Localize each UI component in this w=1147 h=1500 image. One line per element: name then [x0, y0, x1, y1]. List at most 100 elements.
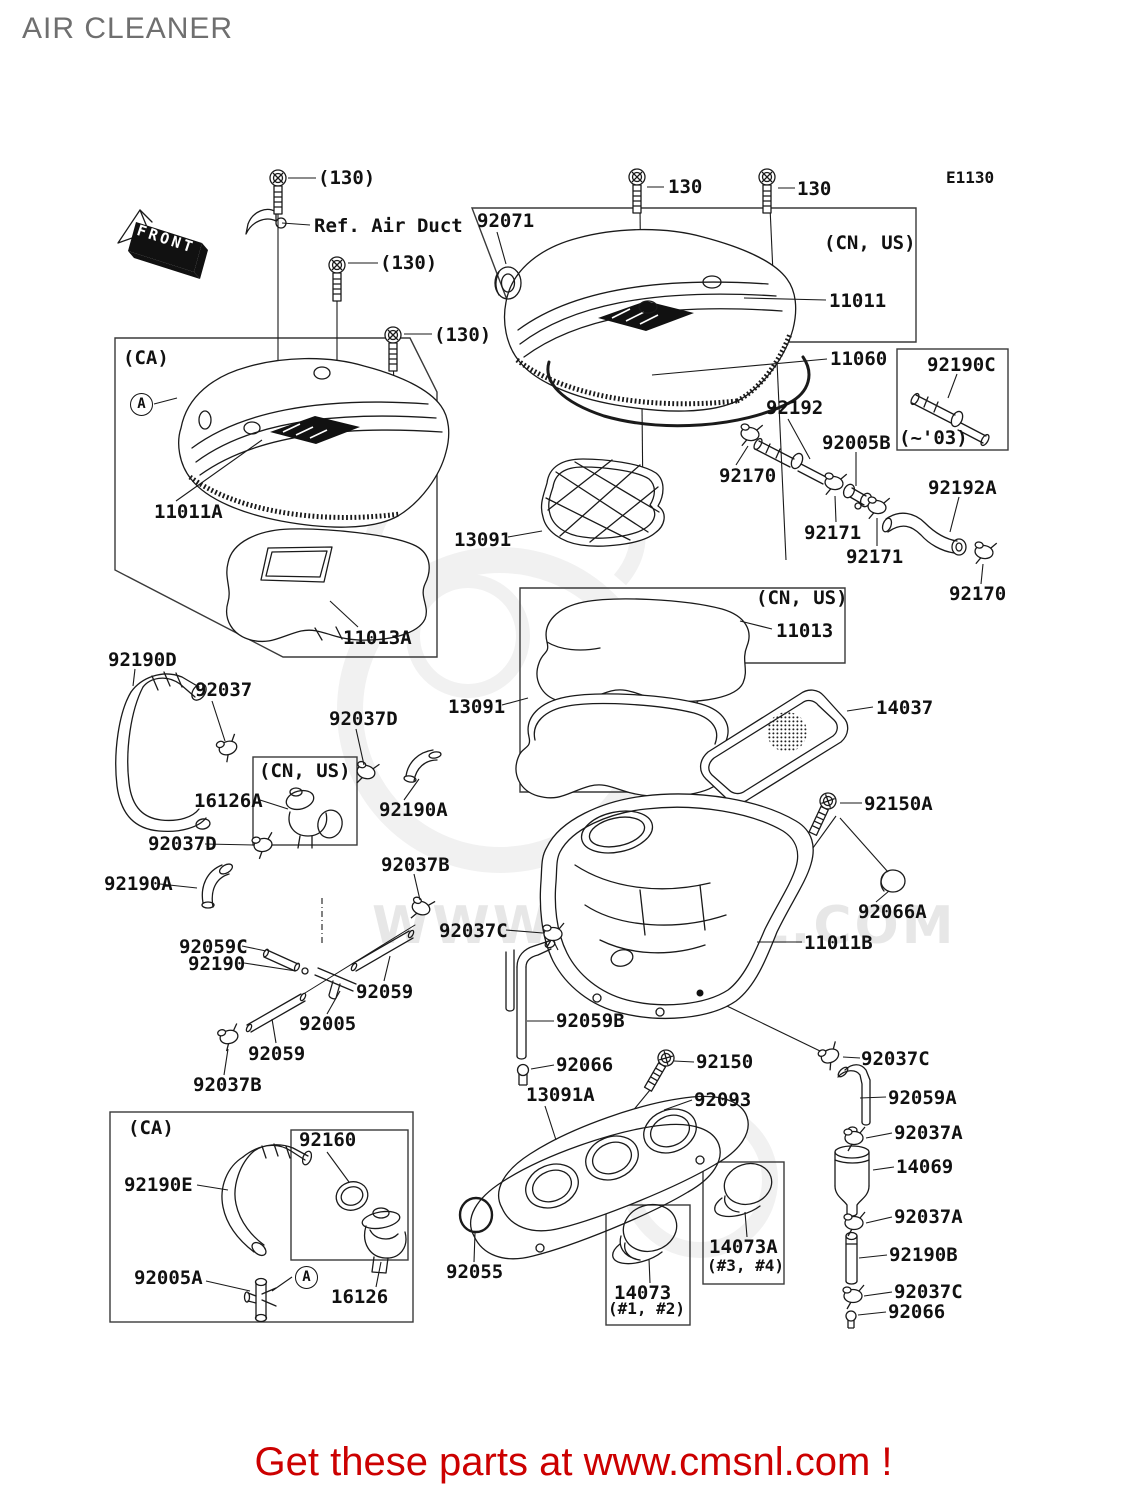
note-cn-us: (CN, US) [824, 232, 916, 254]
part-link-92037c[interactable]: 92037C [861, 1048, 930, 1070]
box-92160 [290, 1129, 409, 1261]
part-link-92066a[interactable]: 92066A [858, 901, 927, 923]
part-link-92190c[interactable]: 92190C [927, 354, 996, 376]
ring-92160-drawing [335, 1181, 369, 1211]
part-link-92150a[interactable]: 92150A [864, 793, 933, 815]
part-link-92055[interactable]: 92055 [446, 1261, 504, 1283]
cap-14073a-drawing [714, 1162, 773, 1218]
note-cn-us: (CN, US) [756, 587, 848, 609]
part-link-130[interactable]: 130 [668, 176, 703, 198]
note-#3-#4: (#3, #4) [707, 1256, 785, 1275]
part-link-92037b[interactable]: 92037B [381, 854, 450, 876]
cover-11011-drawing [503, 228, 797, 412]
filter-13091-lower-drawing [515, 693, 729, 799]
part-link-11011[interactable]: 11011 [829, 290, 887, 312]
part-link-92071[interactable]: 92071 [477, 210, 535, 232]
note-ref-air-duct: Ref. Air Duct [314, 215, 463, 237]
part-link-14073a[interactable]: 14073A [709, 1236, 778, 1258]
manifold-drawings [469, 1095, 749, 1260]
part-link-130[interactable]: (130) [318, 167, 376, 189]
oring-92055-drawing [458, 1196, 494, 1234]
tube-92190b-drawing [845, 1231, 858, 1285]
plug-92066-center-drawing [516, 1063, 530, 1086]
note-ca: (CA) [123, 347, 169, 369]
part-link-92170[interactable]: 92170 [949, 583, 1007, 605]
hose-92190d-drawing [115, 671, 211, 833]
part-link-92190d[interactable]: 92190D [108, 649, 177, 671]
footer-banner-link[interactable]: Get these parts at www.cmsnl.com ! [254, 1440, 893, 1484]
part-link-92066[interactable]: 92066 [556, 1054, 614, 1076]
hose-92192-drawing [753, 437, 827, 485]
part-link-92171[interactable]: 92171 [846, 546, 904, 568]
fitting-92005b-drawing [842, 483, 873, 510]
part-link-92037c[interactable]: 92037C [439, 920, 508, 942]
part-link-92059a[interactable]: 92059A [888, 1087, 957, 1109]
part-link-16126[interactable]: 16126 [331, 1286, 389, 1308]
hose-92190c-drawing [910, 392, 990, 447]
note-03: (~'03) [899, 427, 968, 449]
part-link-11013[interactable]: 11013 [776, 620, 834, 642]
part-link-11060[interactable]: 11060 [830, 348, 888, 370]
part-link-92190a[interactable]: 92190A [104, 873, 173, 895]
part-link-130[interactable]: 130 [797, 178, 832, 200]
part-link-92037[interactable]: 92037 [195, 679, 253, 701]
part-link-13091a[interactable]: 13091A [526, 1084, 595, 1106]
grommet-92071-drawing [494, 266, 522, 300]
note-a: A [295, 1266, 318, 1289]
note-ca: (CA) [128, 1117, 174, 1139]
part-link-92160[interactable]: 92160 [299, 1129, 357, 1151]
part-link-14037[interactable]: 14037 [876, 697, 934, 719]
part-link-92005b[interactable]: 92005B [822, 432, 891, 454]
part-link-11013a[interactable]: 11013A [343, 627, 412, 649]
part-link-92037b[interactable]: 92037B [193, 1074, 262, 1096]
part-link-92093[interactable]: 92093 [694, 1089, 752, 1111]
part-link-14073[interactable]: 14073 [614, 1282, 672, 1304]
part-link-16126a[interactable]: 16126A [194, 790, 263, 812]
part-link-92190e[interactable]: 92190E [124, 1174, 193, 1196]
valve-16126-drawing [361, 1207, 407, 1274]
part-link-92005a[interactable]: 92005A [134, 1267, 203, 1289]
part-link-13091[interactable]: 13091 [448, 696, 506, 718]
part-link-92037d[interactable]: 92037D [148, 833, 217, 855]
note-cn-us: (CN, US) [259, 760, 351, 782]
note-a: A [130, 393, 153, 416]
part-link-92170[interactable]: 92170 [719, 465, 777, 487]
part-link-92190[interactable]: 92190 [188, 953, 246, 975]
part-link-92190b[interactable]: 92190B [889, 1244, 958, 1266]
part-link-130[interactable]: (130) [380, 252, 438, 274]
part-link-92171[interactable]: 92171 [804, 522, 862, 544]
hose-92190e-drawing [221, 1143, 313, 1257]
part-link-11011a[interactable]: 11011A [154, 501, 223, 523]
elbow-92190a-right-drawing [403, 749, 442, 783]
part-link-13091[interactable]: 13091 [454, 529, 512, 551]
part-link-92059b[interactable]: 92059B [556, 1010, 625, 1032]
part-link-92190a[interactable]: 92190A [379, 799, 448, 821]
part-link-92005[interactable]: 92005 [299, 1013, 357, 1035]
valve-16126a-drawing [285, 787, 343, 849]
part-link-92037a[interactable]: 92037A [894, 1206, 963, 1228]
filter-13091-drawing [540, 458, 665, 547]
elbow-92190a-left-drawing [201, 863, 234, 909]
part-link-92059c[interactable]: 92059C [179, 936, 248, 958]
page-title: AIR CLEANER [22, 12, 234, 45]
part-link-11011b[interactable]: 11011B [804, 932, 873, 954]
part-link-14069[interactable]: 14069 [896, 1156, 954, 1178]
part-link-92066[interactable]: 92066 [888, 1301, 946, 1323]
cap-14073-drawing [612, 1203, 678, 1265]
part-link-92037a[interactable]: 92037A [894, 1122, 963, 1144]
part-link-92037d[interactable]: 92037D [329, 708, 398, 730]
note-#1-#2: (#1, #2) [608, 1299, 686, 1318]
part-link-92192a[interactable]: 92192A [928, 477, 997, 499]
part-link-92059[interactable]: 92059 [356, 981, 414, 1003]
cover-11011a-drawing [178, 357, 450, 528]
box-14073a [702, 1161, 785, 1285]
part-link-130[interactable]: (130) [434, 324, 492, 346]
foam-11013-drawing [536, 598, 750, 704]
part-link-92059[interactable]: 92059 [248, 1043, 306, 1065]
part-link-92150[interactable]: 92150 [696, 1051, 754, 1073]
part-link-92037c[interactable]: 92037C [894, 1281, 963, 1303]
part-link-92192[interactable]: 92192 [766, 397, 824, 419]
gasket-11060-drawing [546, 355, 811, 428]
